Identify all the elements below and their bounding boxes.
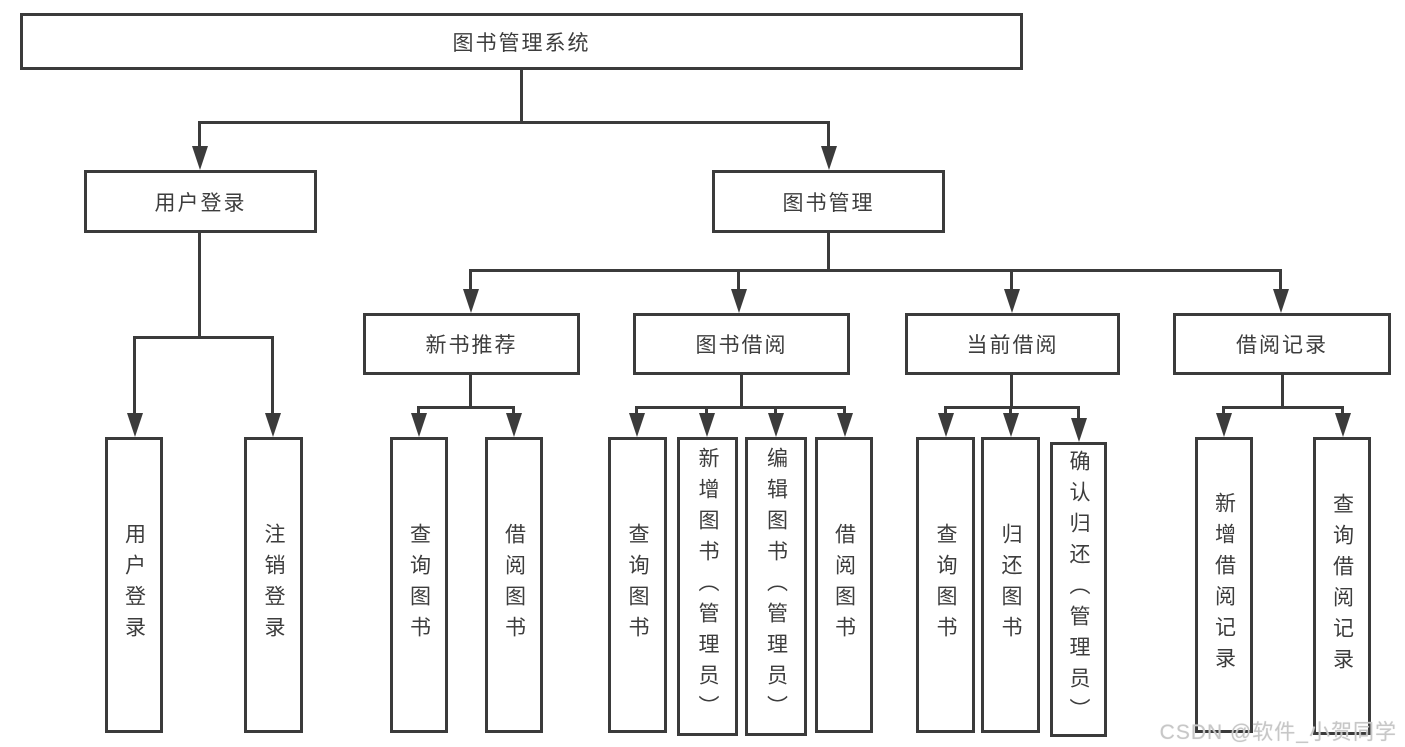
node-leaf-user-login: 用户登录 — [105, 437, 163, 733]
connector-root-stem — [520, 70, 523, 123]
arrowhead-icon — [821, 146, 837, 170]
connector-root-bar — [198, 121, 830, 124]
arrowhead-icon — [127, 413, 143, 437]
arrowhead-icon — [768, 413, 784, 437]
node-root: 图书管理系统 — [20, 13, 1023, 70]
leaf-label: 用户登录 — [122, 523, 146, 647]
arrowhead-icon — [837, 413, 853, 437]
connector-bookmgmt-drop — [469, 269, 472, 291]
connector-bb-drop — [635, 406, 638, 418]
arrowhead-icon — [1071, 418, 1087, 442]
connector-br-drop — [1222, 406, 1225, 418]
arrowhead-icon — [411, 413, 427, 437]
node-cb-return-book: 归还图书 — [981, 437, 1040, 733]
node-book-management: 图书管理 — [712, 170, 945, 233]
node-bb-add-book: 新增图书（管理员） — [677, 437, 738, 736]
node-book-borrow: 图书借阅 — [633, 313, 850, 375]
connector-bookmgmt-drop — [1010, 269, 1013, 291]
connector-rec-drop — [417, 406, 420, 418]
leaf-label: 注销登录 — [262, 523, 285, 647]
arrowhead-icon — [1216, 413, 1232, 437]
connector-bb-stem — [740, 375, 743, 409]
node-borrow-record: 借阅记录 — [1173, 313, 1391, 375]
csdn-watermark: CSDN @软件_小贺同学 — [1159, 721, 1397, 744]
connector-rec-drop — [512, 406, 515, 418]
leaf-label: 编辑图书（管理员） — [764, 447, 788, 726]
connector-br-drop — [1341, 406, 1344, 418]
node-rec-query-book: 查询图书 — [390, 437, 448, 733]
arrowhead-icon — [731, 289, 747, 313]
connector-bb-bar — [635, 406, 846, 409]
leaf-label: 查询图书 — [934, 523, 957, 647]
connector-cb-drop — [1077, 406, 1080, 420]
node-cb-query-book: 查询图书 — [916, 437, 975, 733]
leaf-label: 查询图书 — [407, 523, 431, 647]
connector-bookmgmt-stem — [827, 233, 830, 271]
connector-br-bar — [1222, 406, 1344, 409]
node-cb-confirm-return: 确认归还（管理员） — [1050, 442, 1107, 737]
connector-rec-stem — [469, 375, 472, 409]
connector-bb-drop — [843, 406, 846, 418]
node-current-borrow: 当前借阅 — [905, 313, 1120, 375]
connector-rec-bar — [417, 406, 515, 409]
arrowhead-icon — [1273, 289, 1289, 313]
leaf-label: 借阅图书 — [832, 523, 856, 647]
arrowhead-icon — [699, 413, 715, 437]
connector-bb-drop — [774, 406, 777, 418]
connector-userlogin-bar — [133, 336, 274, 339]
arrowhead-icon — [192, 146, 208, 170]
leaf-label: 查询借阅记录 — [1330, 493, 1354, 679]
node-new-book-recommend: 新书推荐 — [363, 313, 580, 375]
leaf-label: 归还图书 — [999, 523, 1022, 647]
connector-bookmgmt-drop — [737, 269, 740, 291]
arrowhead-icon — [1335, 413, 1351, 437]
node-bb-query-book: 查询图书 — [608, 437, 667, 733]
node-bb-edit-book: 编辑图书（管理员） — [745, 437, 807, 736]
arrowhead-icon — [938, 413, 954, 437]
leaf-label: 借阅图书 — [502, 523, 526, 647]
connector-bookmgmt-drop — [1279, 269, 1282, 291]
connector-br-stem — [1281, 375, 1284, 409]
arrowhead-icon — [265, 413, 281, 437]
leaf-label: 查询图书 — [626, 523, 649, 647]
connector-cb-drop — [1009, 406, 1012, 418]
node-rec-borrow-book: 借阅图书 — [485, 437, 543, 733]
node-leaf-logout: 注销登录 — [244, 437, 303, 733]
arrowhead-icon — [463, 289, 479, 313]
connector-root-drop-left — [198, 121, 201, 149]
node-br-add-record: 新增借阅记录 — [1195, 437, 1253, 733]
connector-userlogin-stem — [198, 233, 201, 339]
leaf-label: 确认归还（管理员） — [1067, 450, 1090, 729]
arrowhead-icon — [629, 413, 645, 437]
node-br-query-record: 查询借阅记录 — [1313, 437, 1371, 735]
connector-bookmgmt-bar — [469, 269, 1282, 272]
connector-root-drop-right — [827, 121, 830, 149]
arrowhead-icon — [1004, 289, 1020, 313]
arrowhead-icon — [506, 413, 522, 437]
connector-userlogin-drop — [133, 336, 136, 416]
connector-userlogin-drop — [271, 336, 274, 416]
leaf-label: 新增借阅记录 — [1212, 492, 1236, 678]
connector-cb-stem — [1010, 375, 1013, 409]
leaf-label: 新增图书（管理员） — [696, 447, 719, 726]
connector-cb-bar — [944, 406, 1080, 409]
node-user-login: 用户登录 — [84, 170, 317, 233]
connector-bb-drop — [705, 406, 708, 418]
arrowhead-icon — [1003, 413, 1019, 437]
connector-cb-drop — [944, 406, 947, 418]
node-bb-borrow-book: 借阅图书 — [815, 437, 873, 733]
